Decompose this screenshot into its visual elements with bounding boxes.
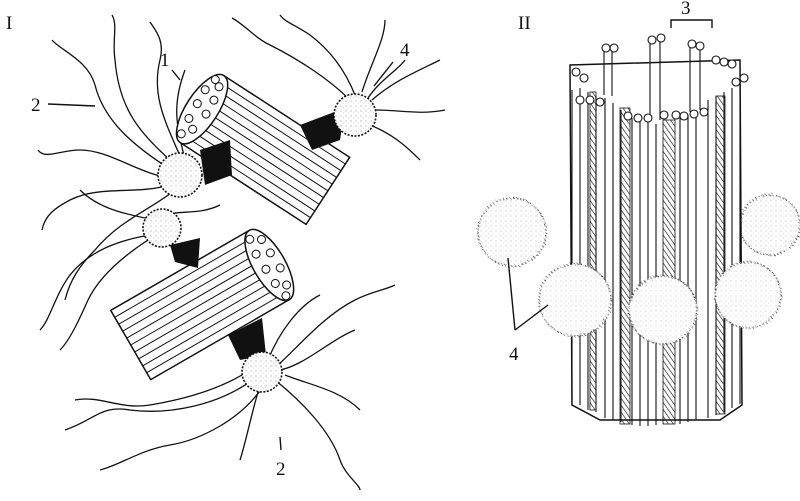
centriole-lower <box>109 228 295 381</box>
panel-one: I <box>6 13 446 491</box>
fibrils <box>37 14 446 491</box>
callout-leaders-panel-one <box>47 61 394 451</box>
satellites <box>142 93 377 393</box>
hatched-links <box>589 91 726 425</box>
callout-leaders-panel-two <box>507 19 713 331</box>
callout-label-4: 4 <box>400 40 410 61</box>
pericentriolar-bodies-back <box>477 194 800 267</box>
centriole-cylinder <box>569 33 749 426</box>
panel-one-numeral: I <box>6 13 12 34</box>
panel-two: II <box>477 0 800 426</box>
callout-label-4-panel-two: 4 <box>509 344 519 365</box>
tube-openings <box>571 33 749 123</box>
pericentriolar-bodies-front <box>538 261 782 345</box>
panel-two-numeral: II <box>518 13 531 34</box>
callout-label-3: 3 <box>681 0 691 19</box>
pedicles <box>170 108 345 360</box>
callout-label-2-lower: 2 <box>276 459 286 480</box>
callout-label-2-upper: 2 <box>31 95 41 116</box>
callout-label-1: 1 <box>160 50 170 71</box>
centriole-upper <box>175 73 351 226</box>
